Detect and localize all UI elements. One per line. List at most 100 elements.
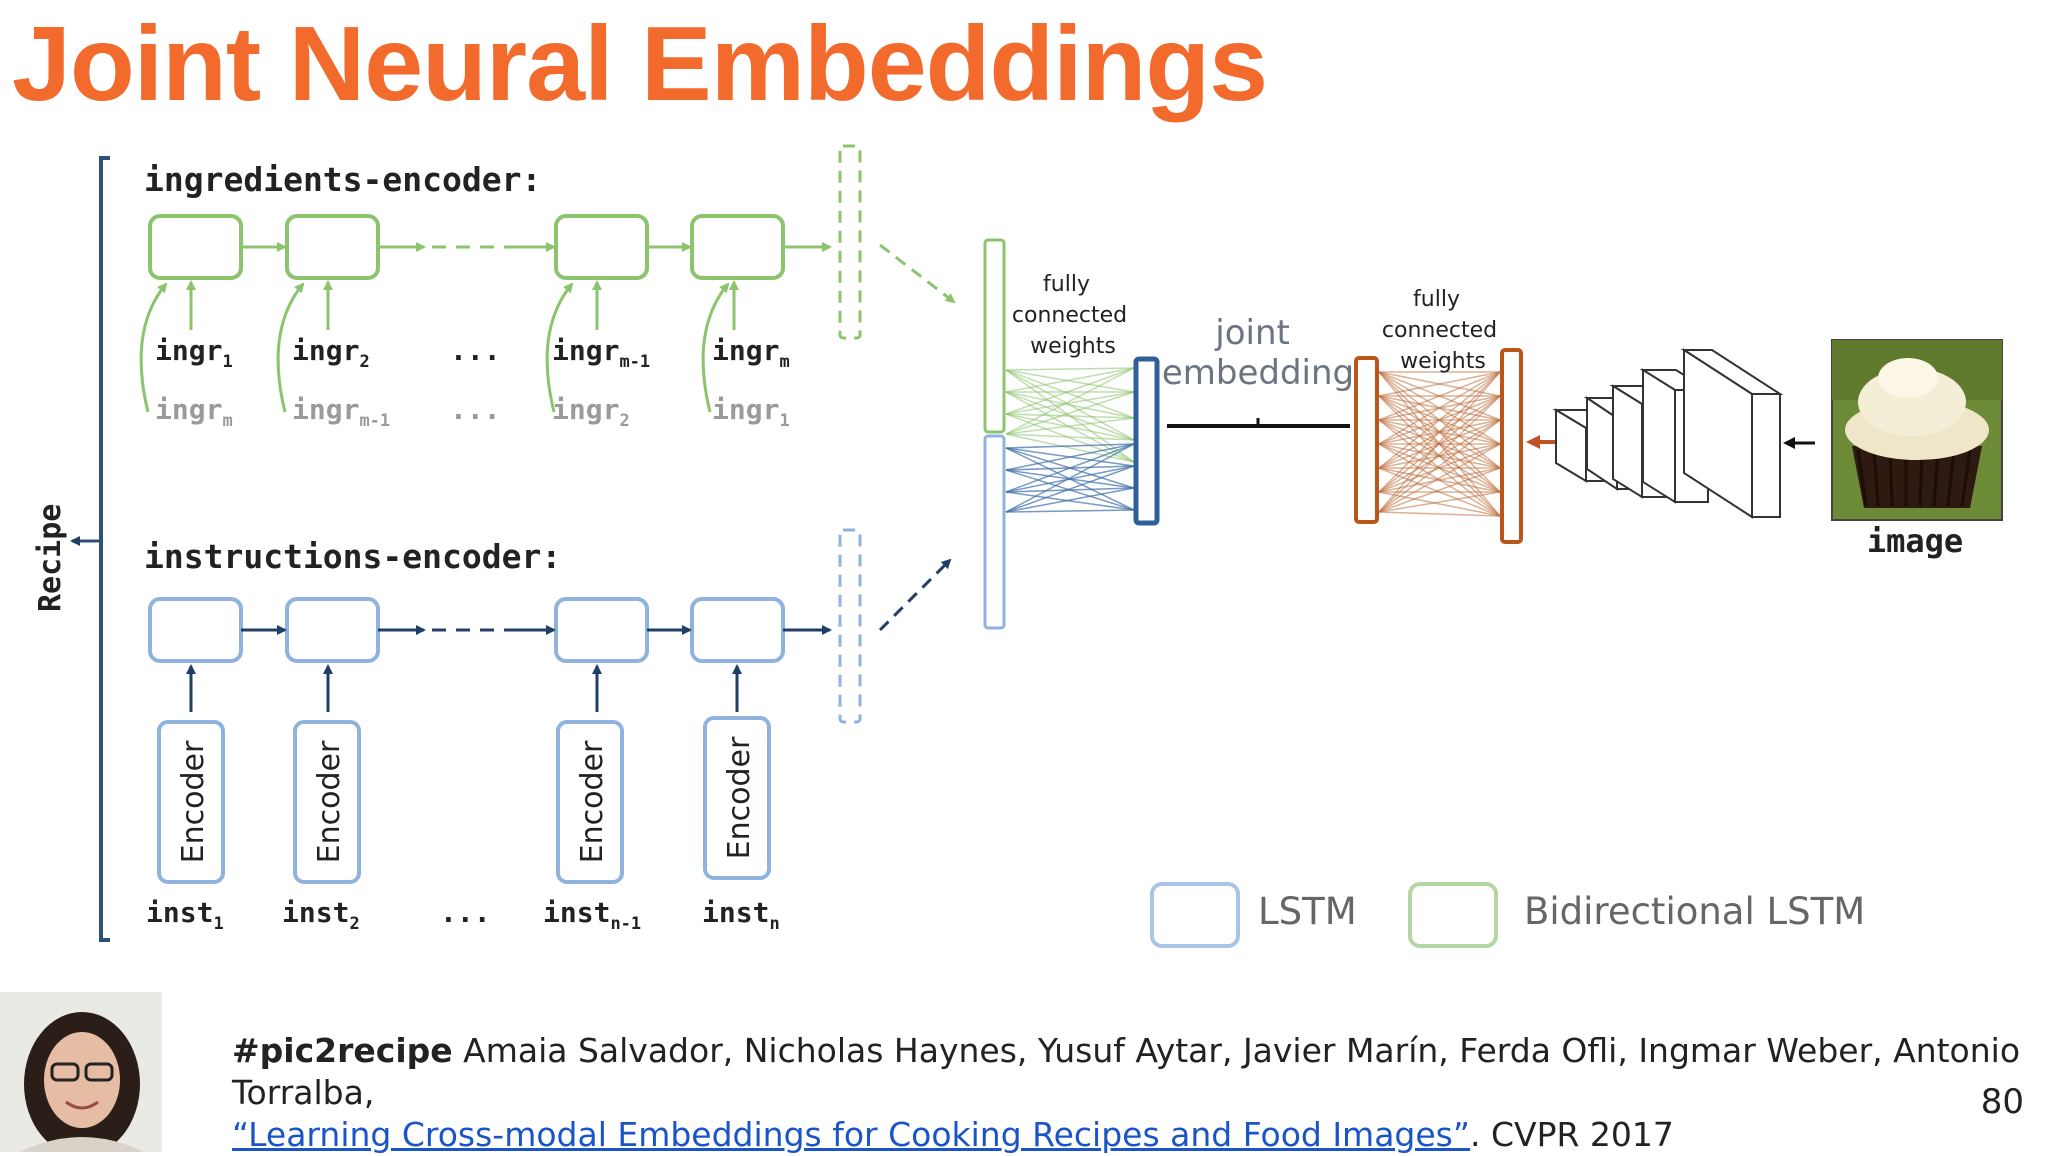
fc-connection bbox=[1378, 443, 1501, 493]
instruction-label: ... bbox=[440, 896, 491, 929]
fc-connection bbox=[1378, 371, 1501, 513]
fc-connection bbox=[1005, 369, 1135, 393]
fc-connection bbox=[1005, 367, 1135, 435]
sentence-encoder-box bbox=[556, 720, 624, 884]
image-embedding-vector bbox=[1354, 356, 1379, 524]
sentence-encoder-box bbox=[703, 716, 771, 880]
fc-connection bbox=[1378, 419, 1501, 493]
cnn-feature-vector bbox=[1500, 348, 1523, 544]
encoder-label: Encoder bbox=[176, 740, 211, 863]
fc-connection bbox=[1378, 491, 1501, 513]
fc-connection bbox=[1005, 491, 1135, 511]
fc-connection bbox=[1378, 395, 1501, 493]
fc-connection bbox=[1378, 395, 1501, 513]
ingredient-label: ingrm bbox=[712, 334, 790, 372]
fc-connection bbox=[1005, 413, 1135, 463]
instruction-label: inst2 bbox=[282, 896, 360, 934]
fc-connection bbox=[1005, 413, 1135, 441]
fc-connection bbox=[1378, 371, 1501, 421]
ingredients-lstm-chain bbox=[139, 144, 956, 413]
fc-connection bbox=[1005, 413, 1135, 419]
ingredient-label: ingr2 bbox=[292, 334, 370, 372]
fc-right-line: fully bbox=[1413, 287, 1460, 312]
ingredient-reverse-label: ... bbox=[450, 393, 501, 426]
citation-line-2: “Learning Cross-modal Embeddings for Coo… bbox=[232, 1114, 2032, 1156]
ingredients-encoder-label: ingredients-encoder: bbox=[144, 160, 541, 199]
cnn-layer bbox=[1680, 348, 1784, 519]
fc-connection bbox=[1005, 443, 1135, 493]
fc-connection bbox=[1005, 509, 1135, 513]
fc-left-line: weights bbox=[1030, 334, 1116, 359]
recipe-bracket bbox=[70, 156, 110, 942]
sentence-encoder-box bbox=[157, 720, 225, 884]
encoder-label: Encoder bbox=[312, 740, 347, 863]
fc-connection bbox=[1378, 419, 1501, 513]
instructions-lstm-chain bbox=[148, 528, 952, 884]
recipe-embedding-vector bbox=[1133, 356, 1160, 526]
citation: #pic2recipe Amaia Salvador, Nicholas Hay… bbox=[232, 1030, 2032, 1156]
fc-left-connections bbox=[1005, 367, 1135, 513]
fc-connection bbox=[1378, 371, 1501, 397]
legend: LSTM Bidirectional LSTM bbox=[1150, 882, 1865, 948]
fc-connection bbox=[1005, 391, 1135, 419]
fc-left-label: fully connected weights bbox=[1012, 272, 1134, 359]
ingredient-reverse-label: ingr1 bbox=[712, 393, 790, 431]
fc-connection bbox=[1005, 391, 1135, 415]
instructions-encoder-label: instructions-encoder: bbox=[144, 537, 561, 576]
sentence-encoder-box bbox=[293, 720, 361, 884]
fc-connection bbox=[1005, 465, 1135, 493]
legend-lstm-label: LSTM bbox=[1258, 890, 1357, 933]
instruction-label: instn-1 bbox=[543, 896, 641, 934]
fc-left-line: fully bbox=[1043, 272, 1090, 297]
bilstm-cell bbox=[148, 214, 243, 280]
legend-lstm-swatch bbox=[1150, 882, 1240, 948]
fc-connection bbox=[1378, 467, 1501, 513]
lstm-cell bbox=[690, 597, 785, 663]
legend-bilstm-label: Bidirectional LSTM bbox=[1524, 890, 1865, 933]
ingredient-reverse-label: ingrm-1 bbox=[292, 393, 390, 431]
lstm-cell bbox=[285, 597, 380, 663]
fc-connection bbox=[1378, 371, 1501, 445]
fc-connection bbox=[1005, 465, 1135, 513]
citation-tag: #pic2recipe bbox=[232, 1031, 453, 1070]
fc-connection bbox=[1005, 487, 1135, 493]
ingredients-output-vector bbox=[838, 144, 862, 340]
encoder-label: Encoder bbox=[722, 736, 757, 859]
concat-blue-vector bbox=[983, 434, 1006, 630]
fc-connection bbox=[1378, 443, 1501, 513]
fc-right-line: weights bbox=[1400, 349, 1486, 374]
bilstm-cell bbox=[554, 214, 649, 280]
lstm-cell bbox=[148, 597, 243, 663]
bilstm-cell bbox=[285, 214, 380, 280]
lstm-cell bbox=[554, 597, 649, 663]
ingredient-label: ingrm-1 bbox=[552, 334, 650, 372]
fc-right-line: connected bbox=[1382, 318, 1497, 343]
encoder-label: Encoder bbox=[575, 740, 610, 863]
joint-embedding-line-text: joint bbox=[1214, 313, 1290, 353]
fc-connection bbox=[1005, 367, 1135, 371]
cnn-layers bbox=[1552, 348, 1784, 519]
legend-bilstm-swatch bbox=[1408, 882, 1498, 948]
fc-connection bbox=[1005, 369, 1135, 419]
concat-green-vector bbox=[983, 238, 1006, 434]
citation-line-1: #pic2recipe Amaia Salvador, Nicholas Hay… bbox=[232, 1030, 2032, 1114]
ingredient-reverse-label: ingrm bbox=[155, 393, 233, 431]
fc-connection bbox=[1005, 487, 1135, 513]
fc-connection bbox=[1378, 371, 1501, 469]
fc-connection bbox=[1005, 391, 1135, 435]
food-image bbox=[1831, 339, 2003, 521]
fc-right-label: fully connected weights bbox=[1382, 287, 1504, 374]
fc-connection bbox=[1005, 433, 1135, 463]
fc-connection bbox=[1005, 417, 1135, 435]
fc-connection bbox=[1378, 371, 1501, 493]
paper-title-link[interactable]: “Learning Cross-modal Embeddings for Coo… bbox=[232, 1115, 1470, 1154]
fc-connection bbox=[1005, 367, 1135, 415]
citation-authors: Amaia Salvador, Nicholas Haynes, Yusuf A… bbox=[232, 1031, 2021, 1112]
bilstm-cell bbox=[690, 214, 785, 280]
fc-connection bbox=[1005, 367, 1135, 393]
fc-connection bbox=[1378, 511, 1501, 517]
ingredient-label: ... bbox=[450, 334, 501, 367]
